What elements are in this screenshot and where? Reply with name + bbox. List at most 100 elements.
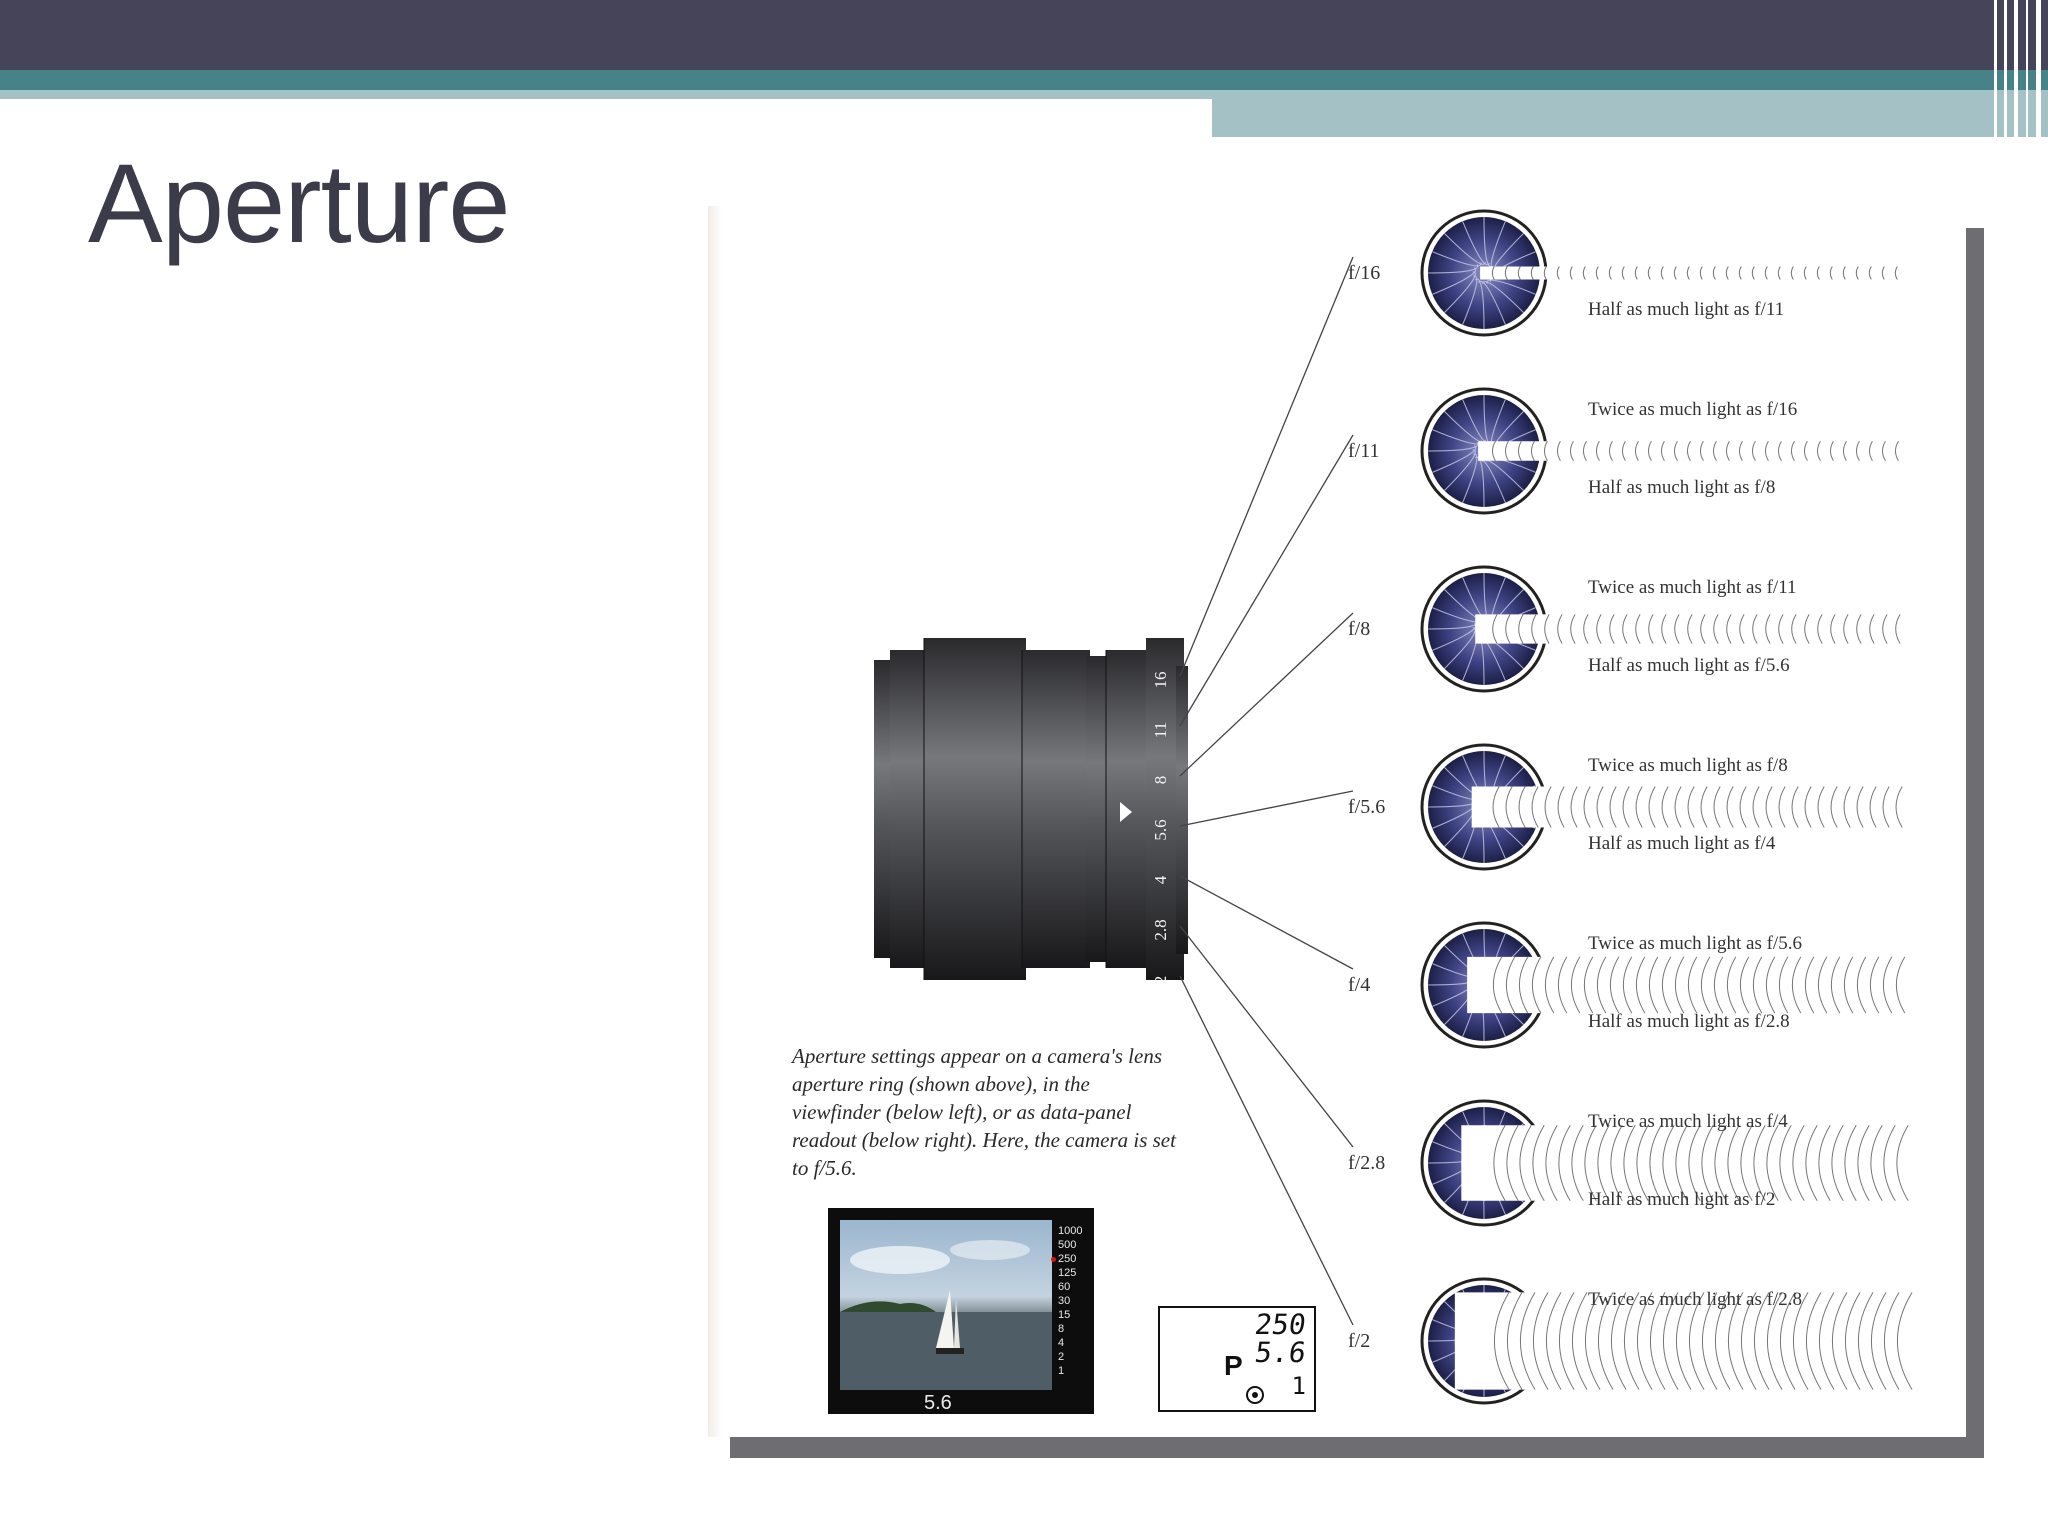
light-wave <box>1882 786 1890 828</box>
light-wave <box>1845 1292 1861 1390</box>
light-wave <box>1688 1124 1701 1202</box>
light-wave <box>1713 614 1719 644</box>
light-wave <box>1582 266 1586 280</box>
light-wave <box>1637 1292 1653 1390</box>
light-wave <box>1636 1124 1649 1202</box>
data-panel-aperture: 5.6 <box>1253 1336 1309 1369</box>
light-wave <box>1517 266 1521 280</box>
light-wave <box>1622 786 1630 828</box>
light-wave <box>1543 441 1548 461</box>
light-wave <box>1791 786 1799 828</box>
header-band-light-right <box>1212 90 2048 137</box>
light-wave <box>1569 441 1574 461</box>
ring-number: 16 <box>1151 672 1170 689</box>
light-wave <box>1894 441 1899 461</box>
light-wave <box>1700 786 1708 828</box>
light-wave <box>1635 956 1646 1014</box>
light-wave <box>1832 1292 1848 1390</box>
light-wave <box>1765 786 1773 828</box>
light-wave <box>1634 266 1638 280</box>
light-wave <box>1662 1124 1675 1202</box>
light-wave <box>1597 1124 1610 1202</box>
light-wave <box>1868 266 1872 280</box>
shutter-scale-value: 30 <box>1058 1295 1071 1307</box>
shutter-scale-value: 15 <box>1058 1309 1071 1321</box>
light-wave <box>1778 956 1789 1014</box>
light-wave <box>1583 614 1589 644</box>
light-wave <box>1778 614 1784 644</box>
light-wave <box>1532 1124 1545 1202</box>
light-wave <box>1870 1124 1883 1202</box>
light-wave <box>1830 786 1838 828</box>
light-note-above: Twice as much light as f/11 <box>1588 577 1797 598</box>
light-note-above: Twice as much light as f/4 <box>1588 1111 1788 1132</box>
light-wave <box>1493 1124 1506 1202</box>
light-wave <box>1635 786 1643 828</box>
light-wave <box>1660 441 1665 461</box>
header-band-dark <box>0 0 2048 70</box>
data-panel: 250 5.6 P 1 <box>1158 1306 1316 1412</box>
light-wave <box>1816 441 1821 461</box>
light-wave <box>1780 1292 1796 1390</box>
lens-barrel <box>874 638 1188 980</box>
light-wave <box>1544 956 1555 1014</box>
light-wave <box>1544 614 1550 644</box>
light-wave <box>1842 266 1846 280</box>
aperture-opening <box>1478 441 1490 461</box>
light-wave <box>1557 614 1563 644</box>
light-wave <box>1687 786 1695 828</box>
light-wave <box>1752 786 1760 828</box>
light-wave <box>1829 266 1833 280</box>
light-wave <box>1648 614 1654 644</box>
light-wave <box>1790 441 1795 461</box>
ring-number: 2.8 <box>1151 919 1170 940</box>
light-wave <box>1804 786 1812 828</box>
light-wave <box>1897 1292 1913 1390</box>
light-wave <box>1726 614 1732 644</box>
light-wave <box>1674 956 1685 1014</box>
leader-lines <box>1179 256 1354 1326</box>
light-wave <box>1806 1292 1822 1390</box>
light-wave <box>1686 441 1691 461</box>
light-wave <box>1753 1124 1766 1202</box>
light-wave <box>1531 786 1539 828</box>
light-wave <box>1622 614 1628 644</box>
light-wave <box>1647 441 1652 461</box>
light-wave <box>1842 441 1847 461</box>
light-wave <box>1713 956 1724 1014</box>
light-wave <box>1715 1292 1731 1390</box>
light-wave <box>1624 1292 1640 1390</box>
light-wave <box>1790 266 1794 280</box>
light-wave <box>1492 786 1500 828</box>
aperture-index-arrow-icon <box>1120 802 1132 822</box>
light-wave <box>1609 956 1620 1014</box>
light-wave <box>1766 1124 1779 1202</box>
light-wave <box>1596 786 1604 828</box>
light-wave <box>1519 1124 1532 1202</box>
light-wave <box>1648 786 1656 828</box>
light-wave <box>1856 956 1867 1014</box>
leader-line <box>1179 975 1354 1326</box>
light-wave <box>1752 956 1763 1014</box>
light-wave <box>1858 1292 1874 1390</box>
metering-icon <box>1246 1386 1264 1404</box>
light-wave <box>1583 786 1591 828</box>
aperture-opening <box>1471 786 1497 828</box>
light-wave <box>1881 441 1886 461</box>
shutter-scale-value: 4 <box>1058 1337 1065 1349</box>
light-wave <box>1544 786 1552 828</box>
light-wave <box>1622 956 1633 1014</box>
light-wave <box>1582 441 1587 461</box>
light-wave <box>1882 614 1888 644</box>
light-wave <box>1818 1124 1831 1202</box>
light-wave <box>1687 956 1698 1014</box>
aperture-opening <box>1475 614 1493 644</box>
shutter-scale-value: 1000 <box>1058 1225 1083 1237</box>
ring-number: 2 <box>1151 976 1170 985</box>
light-wave <box>1583 956 1594 1014</box>
light-wave <box>1518 786 1526 828</box>
light-wave <box>1895 786 1903 828</box>
light-wave <box>1726 786 1734 828</box>
